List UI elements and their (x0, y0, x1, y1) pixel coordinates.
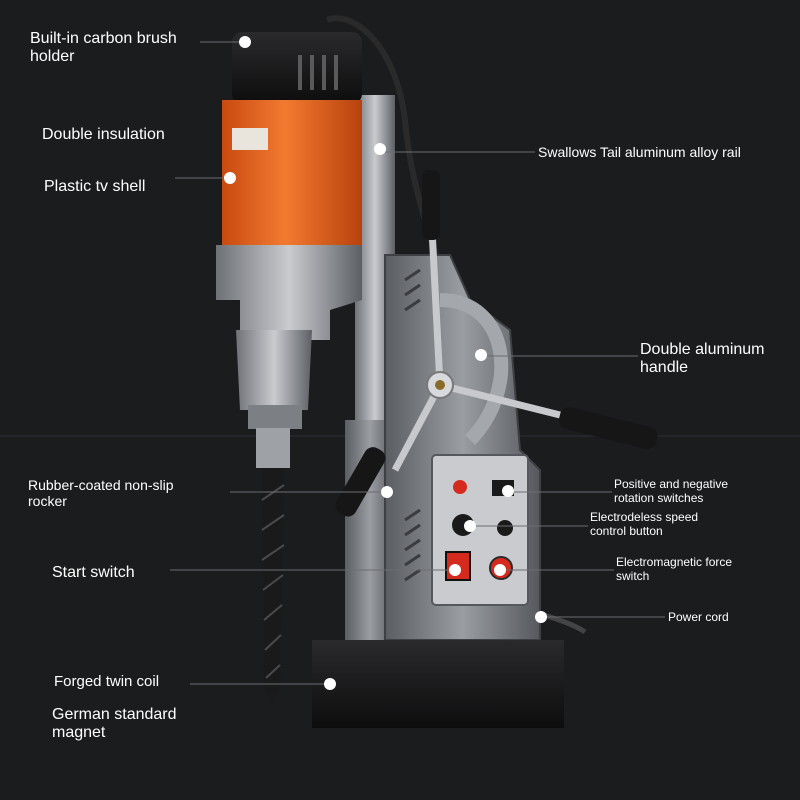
label-em-force-switch: Electromagnetic force switch (616, 555, 733, 583)
label-carbon-brush: Built-in carbon brush holder (30, 30, 177, 66)
motor-cap (232, 32, 362, 104)
handle-assembly (335, 170, 658, 517)
label-plastic-shell: Plastic tv shell (44, 178, 146, 195)
label-speed-button: Electrodeless speed control button (590, 510, 699, 538)
dot-plastic-shell (224, 172, 236, 184)
motor-vents (298, 55, 338, 90)
dot-rocker (381, 486, 393, 498)
dot-handle (475, 349, 487, 361)
chuck (248, 405, 302, 429)
dot-carbon-brush (239, 36, 251, 48)
body-slots (404, 268, 421, 582)
dot-speed (464, 520, 476, 532)
label-swallows-tail: Swallows Tail aluminum alloy rail (538, 144, 741, 160)
gearbox (216, 245, 362, 340)
drill-flutes (261, 484, 285, 679)
callout-lines (170, 41, 665, 685)
drill-bit (262, 468, 284, 705)
label-rubber-rocker: Rubber-coated non-slip rocker (28, 477, 174, 510)
label-magnet: German standard magnet (52, 706, 177, 742)
magnet-base (312, 640, 564, 728)
label-double-handle: Double aluminum handle (640, 341, 765, 377)
callout-dots (224, 36, 547, 690)
label-twin-coil: Forged twin coil (54, 673, 160, 690)
control-panel (431, 454, 529, 606)
motor-housing (222, 100, 362, 255)
motor-badge (232, 128, 268, 150)
panel-small-button (497, 520, 513, 536)
handle-arc (439, 293, 509, 445)
label-start-switch: Start switch (52, 564, 135, 581)
label-power-cord: Power cord (668, 610, 729, 624)
panel-red-light-top (453, 480, 467, 494)
dot-rotation (502, 485, 514, 497)
dot-power-cord (535, 611, 547, 623)
spindle-head (236, 330, 312, 410)
label-double-insulation: Double insulation (42, 126, 165, 143)
dot-rail (374, 143, 386, 155)
arbor (256, 428, 290, 468)
dot-coil (324, 678, 336, 690)
dot-em-force (494, 564, 506, 576)
label-rotation-switches: Positive and negative rotation switches (614, 477, 729, 505)
dot-start (449, 564, 461, 576)
